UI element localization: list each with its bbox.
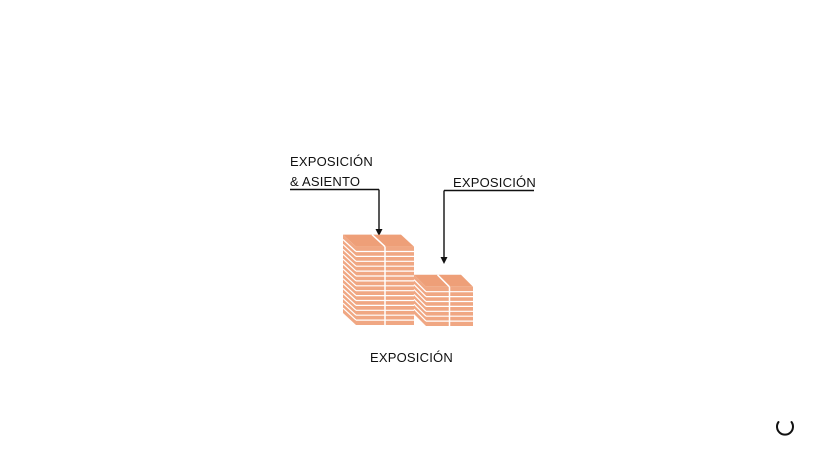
label-exposure-and-seat: EXPOSICIÓN & ASIENTO: [290, 152, 373, 192]
arrowhead-short: [440, 257, 448, 264]
plank-gap-side: [342, 278, 357, 292]
plank-gap-side: [413, 284, 427, 298]
arrowhead-tall: [375, 229, 383, 236]
plank-gap-side: [413, 303, 427, 317]
plank-pile-split-top: [436, 274, 451, 288]
spinner-icon: [776, 421, 794, 436]
plank-gap-side: [413, 298, 427, 312]
plank-gap-side: [342, 283, 357, 297]
plank-gap-side: [413, 308, 427, 322]
label-line-1: EXPOSICIÓN: [290, 154, 373, 169]
plank-pile-split-top: [371, 234, 386, 248]
leader-lines: [290, 188, 534, 264]
plank-gap-side: [342, 268, 357, 282]
plank-stack-tall: [342, 234, 414, 325]
plank-gap-side: [342, 302, 357, 316]
plank-stack-short: [413, 274, 473, 326]
plank-gap-side: [413, 279, 427, 293]
plank-gap-side: [342, 273, 357, 287]
label-exposure-short: EXPOSICIÓN: [453, 175, 536, 190]
plank-gap-side: [342, 258, 357, 272]
plank-gap-side: [342, 253, 357, 267]
plank-gap-side: [413, 289, 427, 302]
plank-gap-side: [413, 293, 427, 307]
plank-gap-side: [342, 297, 357, 311]
label-exposure-bottom: EXPOSICIÓN: [370, 350, 453, 365]
plank-gap-side: [342, 292, 357, 306]
plank-gap-side: [342, 243, 357, 257]
label-line-2: & ASIENTO: [290, 174, 361, 189]
plank-gap-side: [342, 239, 357, 252]
plank-gap-side: [342, 288, 357, 301]
plank-gap-side: [342, 248, 357, 262]
plank-gap-side: [342, 263, 357, 277]
plank-gap-side: [342, 307, 357, 321]
